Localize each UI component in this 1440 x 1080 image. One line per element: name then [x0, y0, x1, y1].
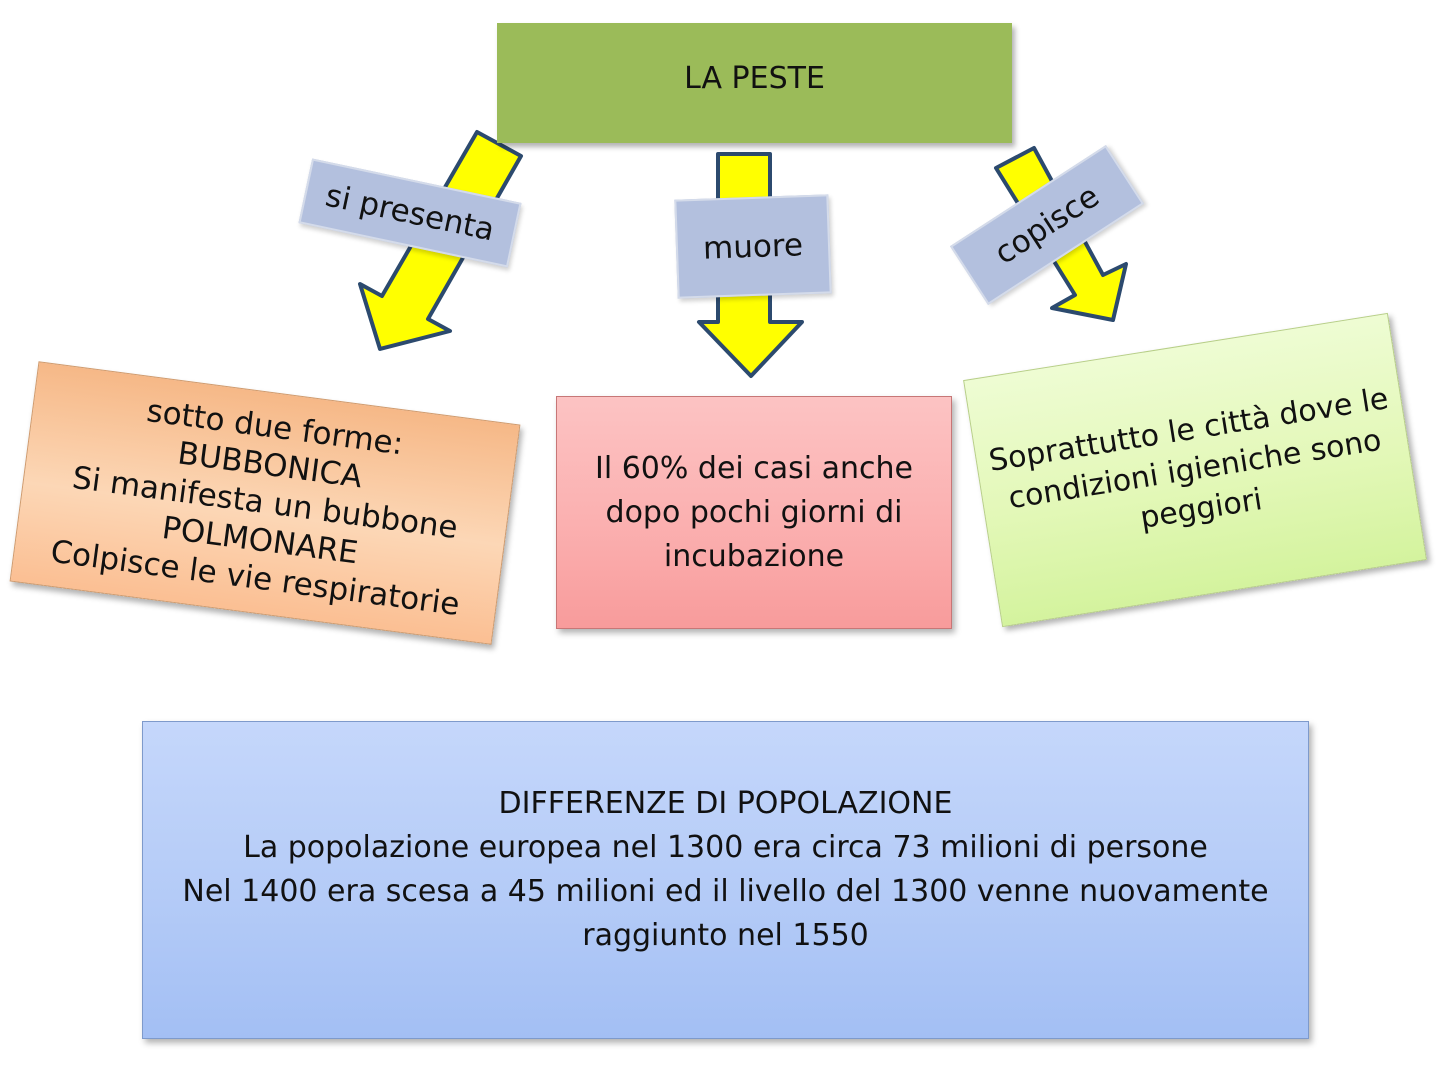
text-line: raggiunto nel 1550 — [582, 918, 869, 953]
text-line: incubazione — [663, 538, 845, 574]
forms-text: sotto due forme: BUBBONICA Si manifesta … — [48, 382, 481, 624]
text-line: dopo pochi giorni di — [605, 494, 903, 530]
mortality-text: Il 60% dei casi anche dopo pochi giorni … — [595, 447, 913, 579]
text-line: Nel 1400 era scesa a 45 milioni ed il li… — [182, 874, 1269, 909]
title-text: LA PESTE — [684, 60, 825, 96]
text-line: La popolazione europea nel 1300 era circ… — [243, 830, 1208, 865]
connector-label-muore: muore — [674, 194, 832, 299]
connector-label-text: muore — [702, 226, 804, 267]
population-text: DIFFERENZE DI POPOLAZIONE La popolazione… — [182, 782, 1268, 958]
text-line: Il 60% dei casi anche — [594, 450, 914, 486]
population-heading: DIFFERENZE DI POPOLAZIONE — [498, 786, 953, 821]
affected-cities-text: Soprattutto le città dove le condizioni … — [986, 379, 1403, 561]
population-box: DIFFERENZE DI POPOLAZIONE La popolazione… — [142, 721, 1309, 1039]
title-box: LA PESTE — [497, 23, 1012, 143]
mortality-box: Il 60% dei casi anche dopo pochi giorni … — [556, 396, 952, 629]
